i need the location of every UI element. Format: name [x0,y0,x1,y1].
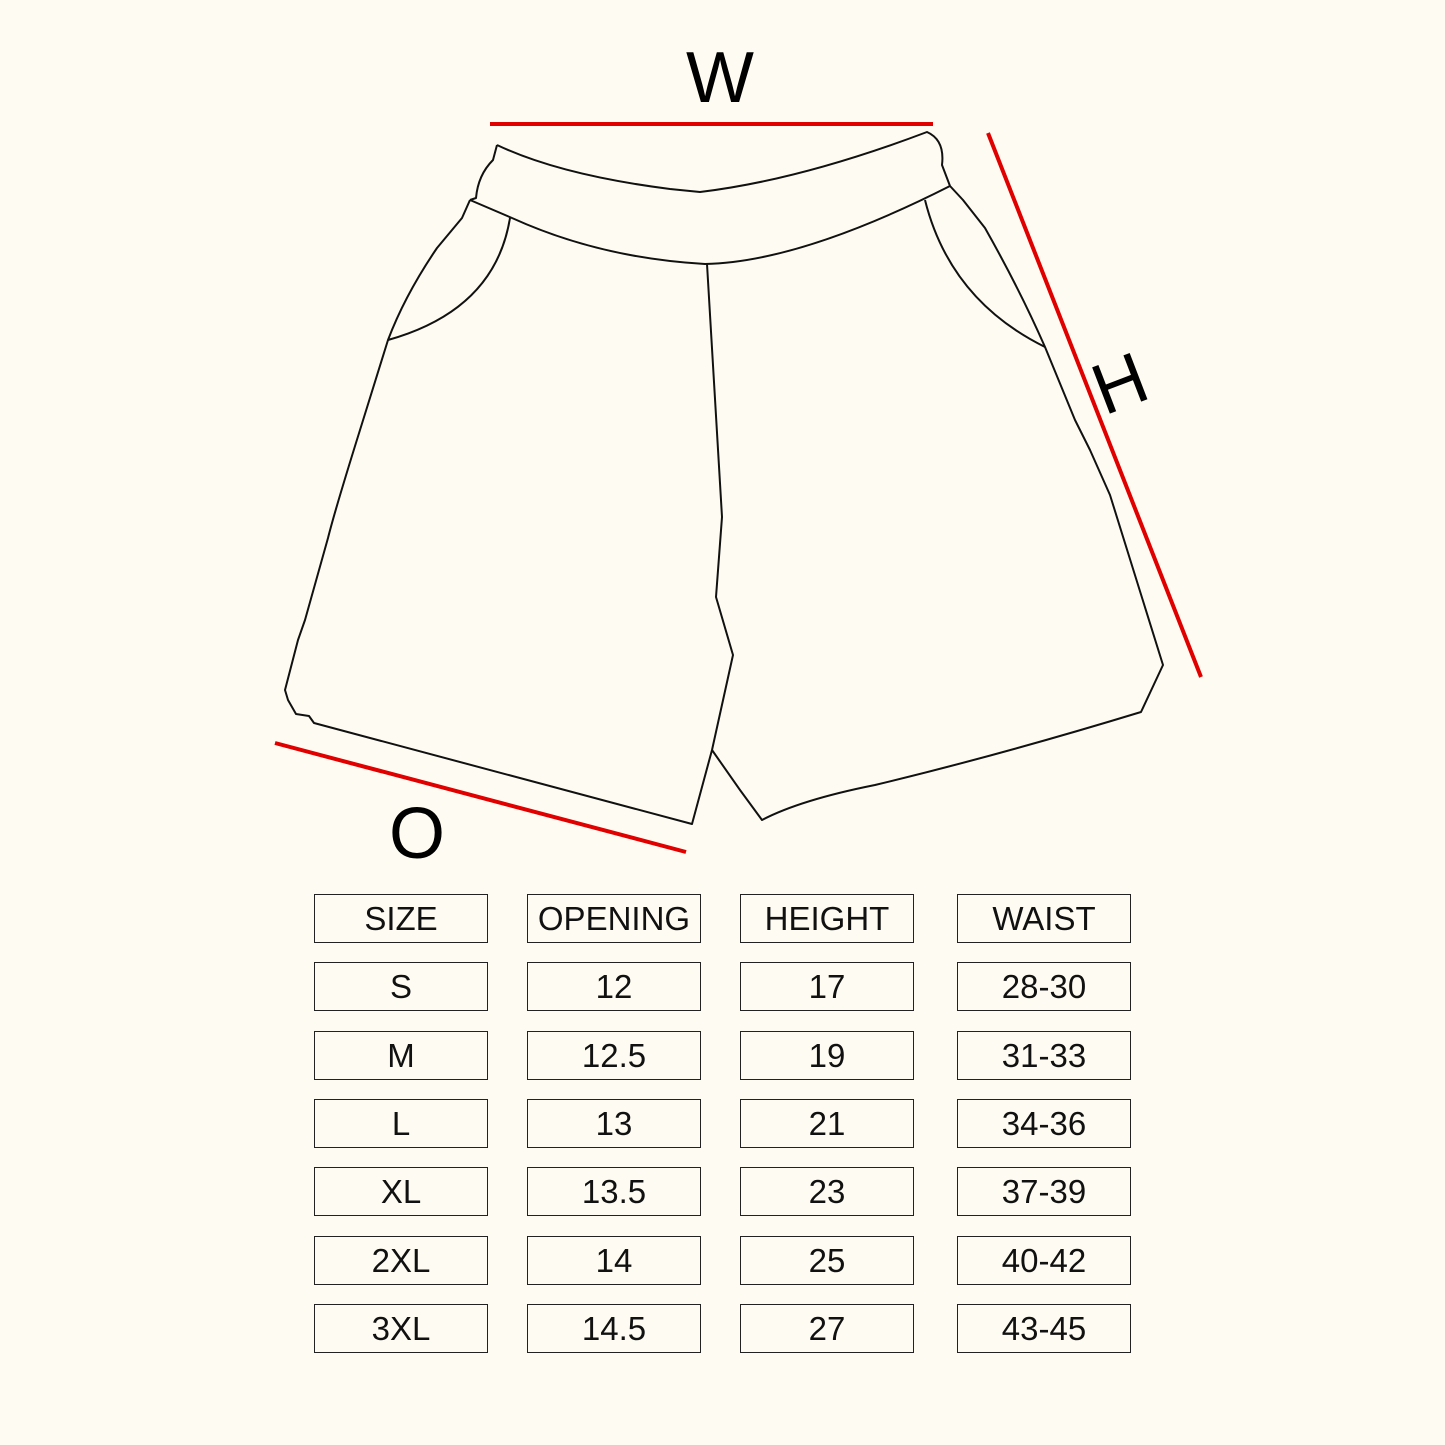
table-cell: 19 [740,1031,914,1080]
waistband-left [469,144,498,201]
table-cell: 13 [527,1099,701,1148]
table-cell: 43-45 [957,1304,1131,1353]
table-cell: L [314,1099,488,1148]
right-pocket [924,199,1046,348]
table-cell: 12.5 [527,1031,701,1080]
table-cell: 13.5 [527,1167,701,1216]
table-cell: 37-39 [957,1167,1131,1216]
waistband-top [496,131,951,193]
table-cell: XL [314,1167,488,1216]
table-cell: 31-33 [957,1031,1131,1080]
waistband-bottom [469,185,951,265]
table-cell: 3XL [314,1304,488,1353]
waist-label: W [686,38,754,118]
right-leg [711,185,1164,821]
table-header-cell: SIZE [314,894,488,943]
shorts-outline [284,131,1164,825]
left-leg [284,199,734,825]
table-cell: 40-42 [957,1236,1131,1285]
table-cell: 12 [527,962,701,1011]
opening-measure-line [274,741,687,854]
left-pocket [387,217,511,341]
opening-label: O [389,794,446,874]
table-cell: 27 [740,1304,914,1353]
table-header-cell: OPENING [527,894,701,943]
height-measure-line [986,132,1203,678]
table-cell: 25 [740,1236,914,1285]
table-cell: 2XL [314,1236,488,1285]
table-header-cell: WAIST [957,894,1131,943]
table-cell: 21 [740,1099,914,1148]
table-cell: 17 [740,962,914,1011]
table-header-cell: HEIGHT [740,894,914,943]
table-cell: 28-30 [957,962,1131,1011]
table-cell: 23 [740,1167,914,1216]
table-cell: S [314,962,488,1011]
table-cell: 34-36 [957,1099,1131,1148]
table-cell: 14 [527,1236,701,1285]
table-cell: 14.5 [527,1304,701,1353]
table-cell: M [314,1031,488,1080]
